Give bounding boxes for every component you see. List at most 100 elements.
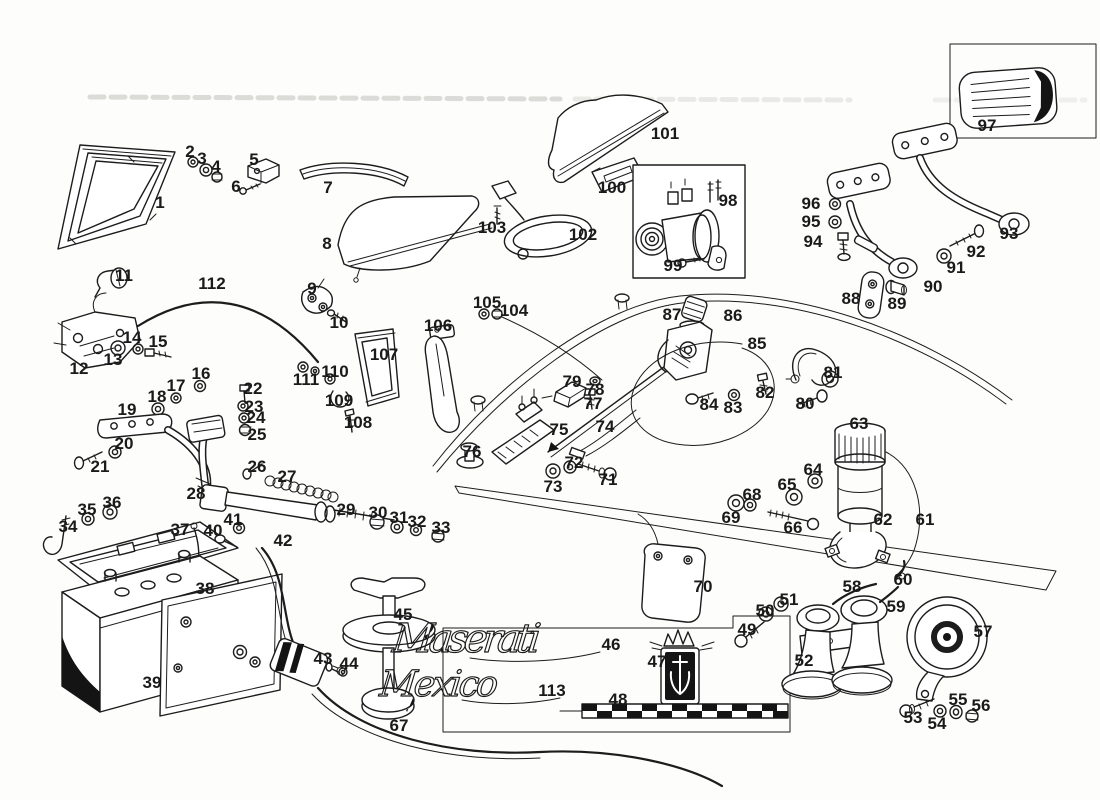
lock-fasteners-center: [541, 376, 617, 481]
part-label-79: 79: [563, 372, 582, 391]
part-label-113: 113: [538, 681, 565, 700]
ashtray-housing: [354, 328, 400, 407]
battery-holddown-frame: [57, 521, 239, 591]
part-label-107: 107: [370, 345, 398, 364]
bonnet-lock-right: [657, 295, 713, 381]
part-label-13: 13: [104, 350, 123, 369]
latch-cable: [136, 301, 320, 364]
part-label-35: 35: [78, 500, 97, 519]
part-label-30: 30: [369, 503, 388, 522]
part-label-96: 96: [802, 194, 821, 213]
part-label-19: 19: [118, 400, 137, 419]
checker-strip-badge: [559, 703, 789, 719]
part-label-27: 27: [278, 467, 297, 486]
spring-coil: [264, 475, 339, 503]
lock-screws-right: [685, 372, 828, 408]
part-label-50: 50: [756, 601, 775, 620]
part-label-109: 109: [325, 391, 353, 410]
bonnet-release-handle: [424, 308, 603, 433]
part-label-25: 25: [248, 425, 267, 444]
pedal-link-plate: [857, 271, 907, 319]
bonnet-damper: [199, 463, 445, 543]
battery-bolts: [42, 504, 246, 555]
part-label-41: 41: [224, 510, 243, 529]
part-label-73: 73: [544, 477, 563, 496]
part-label-102: 102: [569, 225, 597, 244]
part-label-18: 18: [148, 387, 167, 406]
part-label-83: 83: [724, 398, 743, 417]
bottle-fasteners: [727, 473, 823, 531]
part-label-29: 29: [337, 500, 356, 519]
washer-bottle: [834, 422, 886, 534]
part-label-112: 112: [198, 274, 225, 293]
part-label-17: 17: [167, 376, 186, 395]
wiper-arm: [73, 413, 226, 496]
part-label-36: 36: [103, 493, 122, 512]
part-label-91: 91: [947, 258, 966, 277]
sun-visor-right: [547, 94, 669, 184]
part-label-85: 85: [748, 334, 767, 353]
horn-bolt-set: [734, 596, 789, 648]
part-label-87: 87: [663, 305, 682, 324]
part-label-86: 86: [724, 306, 743, 325]
part-label-52: 52: [795, 651, 814, 670]
part-label-31: 31: [390, 508, 409, 527]
part-label-34: 34: [59, 517, 78, 536]
part-label-105: 105: [473, 293, 501, 312]
trident-badge: [649, 629, 715, 705]
part-label-55: 55: [949, 690, 968, 709]
part-label-8: 8: [322, 234, 331, 253]
bottle-clamp: [824, 531, 891, 569]
trim-strip: [299, 162, 409, 187]
part-label-22: 22: [244, 379, 263, 398]
part-label-33: 33: [432, 518, 451, 537]
part-label-81: 81: [824, 363, 843, 382]
lock-rod: [547, 356, 681, 458]
disc-horn: [906, 596, 988, 702]
part-label-65: 65: [778, 475, 797, 494]
part-label-111: 111: [293, 370, 320, 389]
rear-view-mirror: [491, 180, 593, 260]
windshield-fasteners: [187, 156, 223, 183]
part-label-23: 23: [245, 397, 264, 416]
part-label-26: 26: [248, 457, 267, 476]
part-label-2: 2: [185, 142, 194, 161]
part-label-82: 82: [756, 383, 775, 402]
badge-inset: Maserati Mexico: [376, 615, 791, 733]
part-label-100: 100: [598, 178, 626, 197]
battery-tray-plate: [159, 573, 283, 717]
part-label-46: 46: [602, 635, 621, 654]
part-label-71: 71: [599, 470, 618, 489]
part-label-16: 16: [192, 364, 211, 383]
ashtray-fasteners: [297, 361, 355, 433]
part-label-89: 89: [888, 294, 907, 313]
part-label-15: 15: [149, 332, 168, 351]
part-label-48: 48: [609, 690, 628, 709]
part-label-61: 61: [916, 510, 935, 529]
part-label-90: 90: [924, 277, 943, 296]
part-label-7: 7: [323, 178, 332, 197]
horn-fasteners: [899, 698, 979, 723]
part-label-32: 32: [408, 512, 427, 531]
part-label-37: 37: [171, 520, 190, 539]
part-label-28: 28: [187, 484, 206, 503]
part-label-56: 56: [972, 696, 991, 715]
part-label-59: 59: [887, 597, 906, 616]
part-label-9: 9: [307, 279, 316, 298]
part-label-88: 88: [842, 289, 861, 308]
pedal-arm-upper: [891, 122, 1030, 236]
part-label-97: 97: [978, 116, 997, 135]
part-label-4: 4: [211, 157, 221, 176]
part-label-1: 1: [155, 193, 164, 212]
part-label-66: 66: [784, 518, 803, 537]
part-label-10: 10: [330, 313, 349, 332]
part-label-103: 103: [478, 218, 506, 237]
part-label-21: 21: [91, 457, 110, 476]
part-label-77: 77: [584, 394, 603, 413]
part-label-68: 68: [743, 485, 762, 504]
part-label-40: 40: [204, 521, 223, 540]
part-label-63: 63: [850, 414, 869, 433]
part-label-110: 110: [321, 362, 348, 381]
